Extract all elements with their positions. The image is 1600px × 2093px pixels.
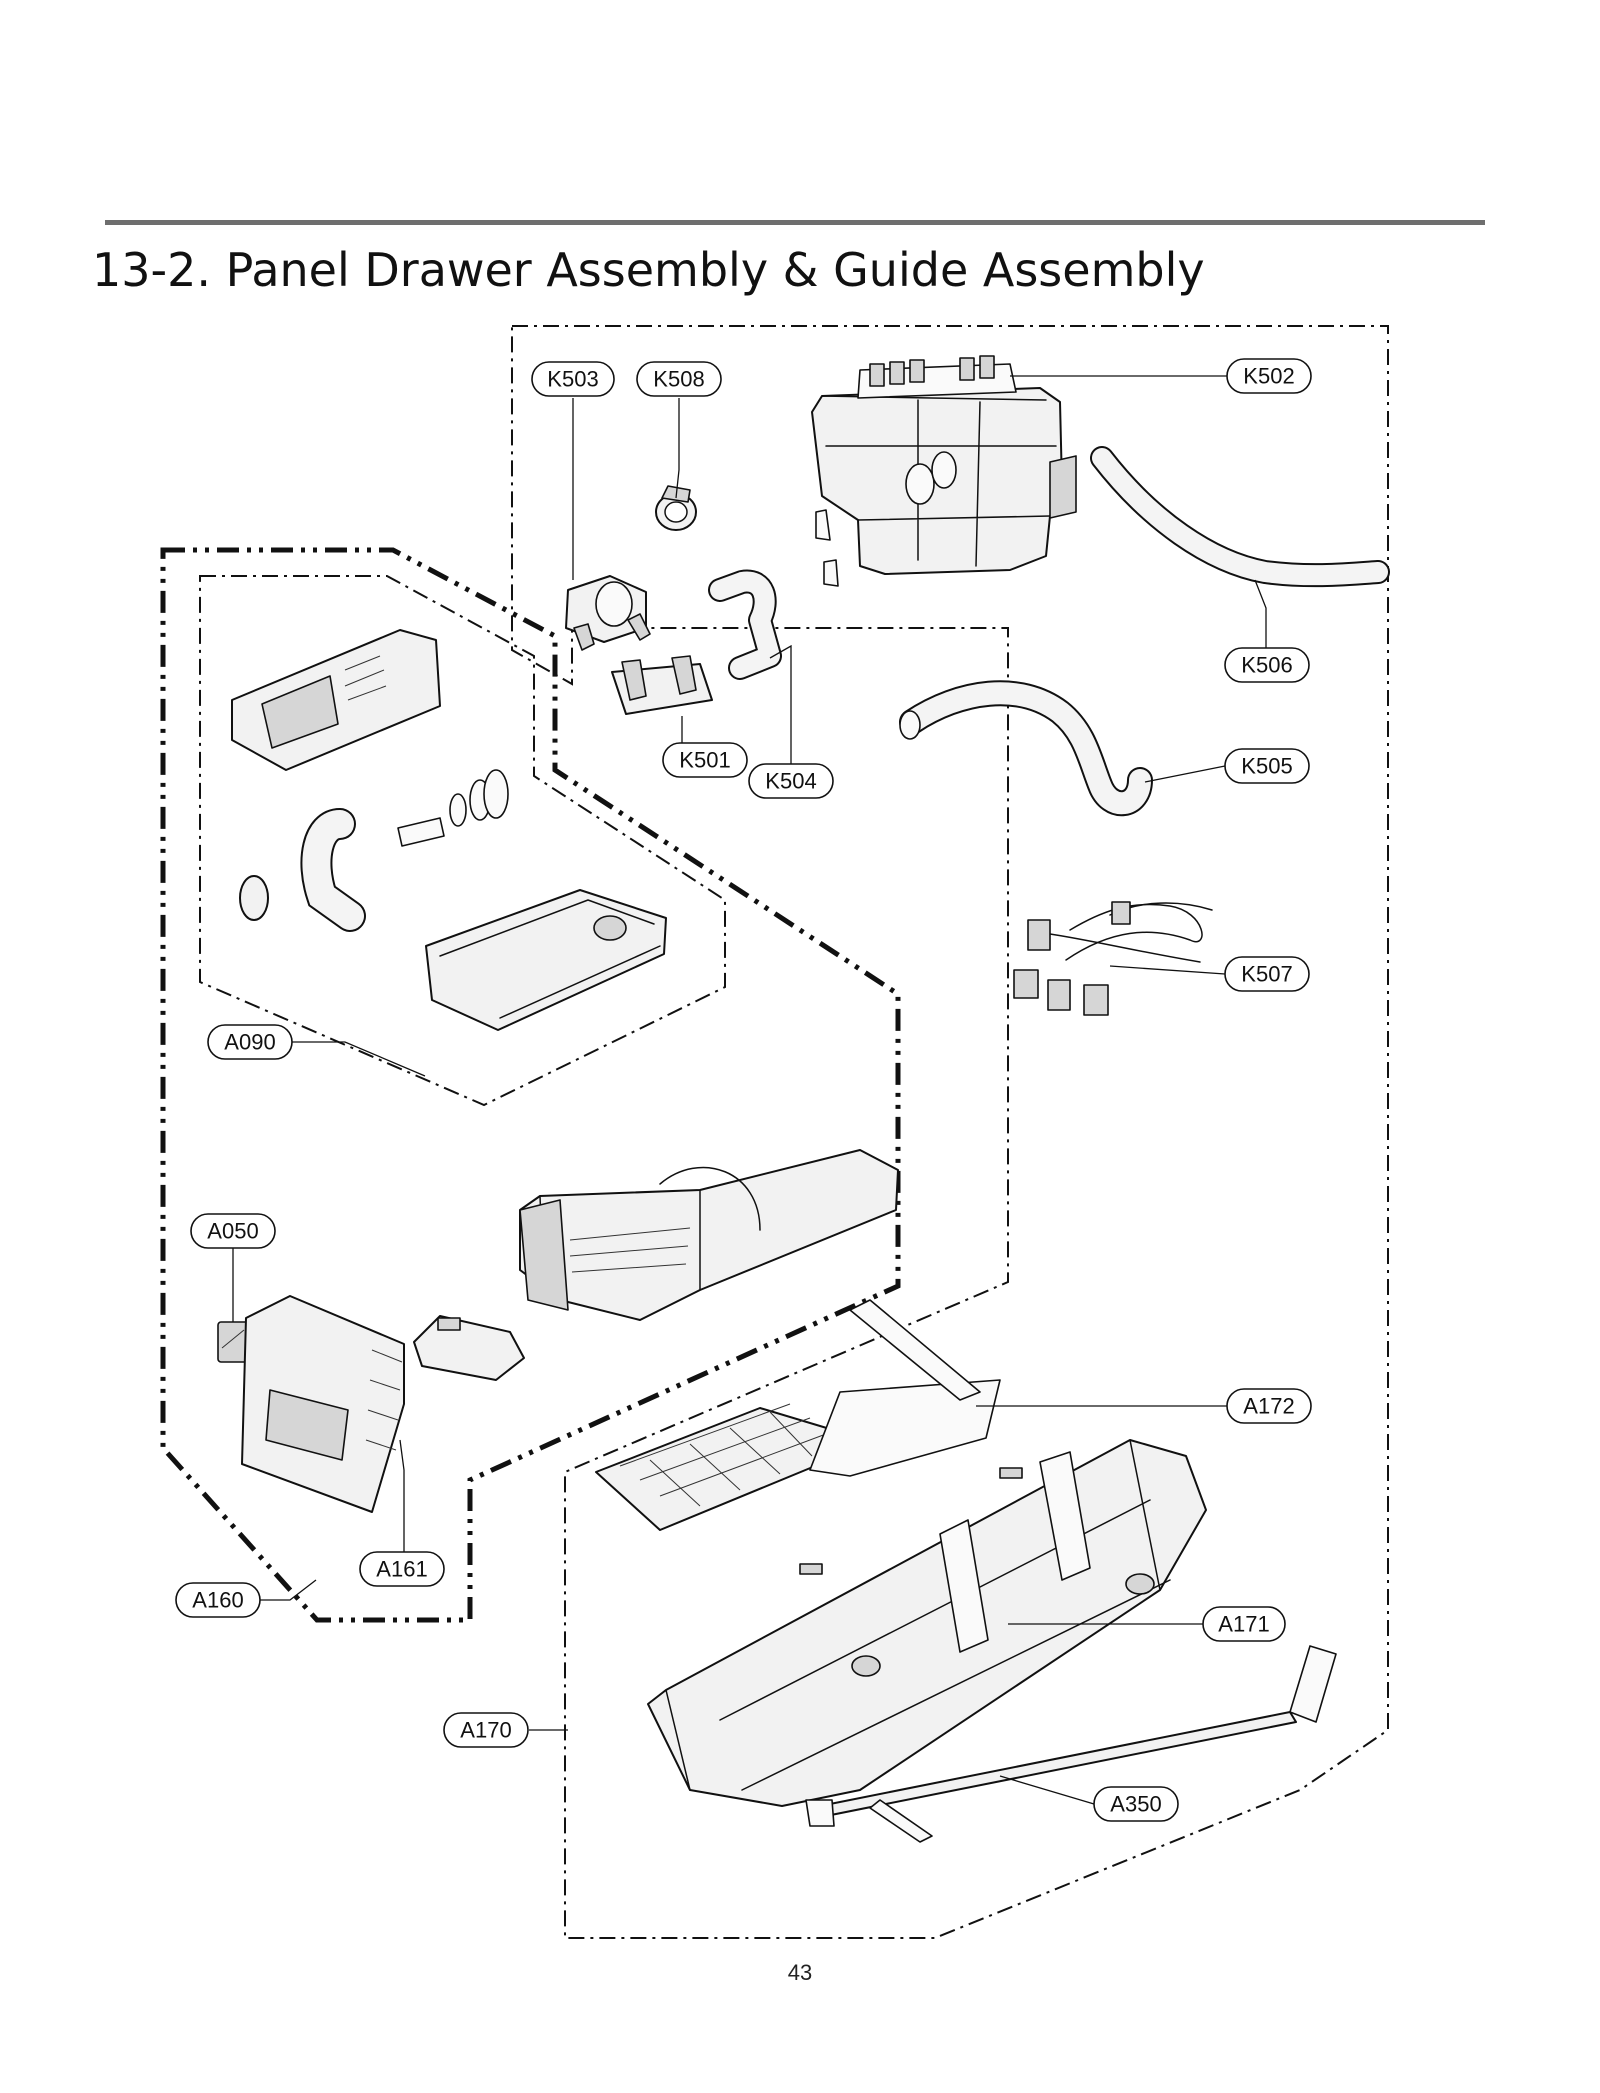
- page-number: 43: [787, 1960, 813, 1985]
- callout-k507: K507: [1224, 956, 1310, 992]
- callout-a161-text: A161: [376, 1557, 427, 1582]
- callout-a350: A350: [1093, 1786, 1179, 1822]
- callout-k502-text: K502: [1243, 364, 1294, 389]
- boundary-drawer-subassembly: [199, 575, 726, 1107]
- callout-k503-text: K503: [547, 367, 598, 392]
- callout-k502: K502: [1226, 358, 1312, 394]
- header-rule: [105, 220, 1485, 225]
- part-k502-housing: [811, 355, 1077, 587]
- part-drawings: [217, 355, 1390, 1843]
- callout-a050-text: A050: [207, 1219, 258, 1244]
- callout-k501-text: K501: [679, 748, 730, 773]
- callout-a170-text: A170: [460, 1718, 511, 1743]
- page-title: 13-2. Panel Drawer Assembly & Guide Asse…: [92, 243, 1205, 297]
- part-a161-panel: [241, 1295, 405, 1513]
- part-a350-rail: [805, 1645, 1337, 1843]
- callout-k504-text: K504: [765, 769, 816, 794]
- part-a160-drawer-base: [519, 1149, 899, 1321]
- callout-k506-text: K506: [1241, 653, 1292, 678]
- callout-k508-text: K508: [653, 367, 704, 392]
- callout-k506: K506: [1224, 647, 1310, 683]
- part-k507-harness: [1013, 901, 1213, 1016]
- callout-k505-text: K505: [1241, 754, 1292, 779]
- callout-k505: K505: [1224, 748, 1310, 784]
- callout-a350-text: A350: [1110, 1792, 1161, 1817]
- part-k506-hose: [1090, 446, 1390, 588]
- boundary-guide-assembly: [511, 325, 1389, 1939]
- part-handle: [413, 1315, 525, 1381]
- callout-a172-text: A172: [1243, 1394, 1294, 1419]
- part-a172-grill: [595, 1299, 1001, 1531]
- group-boundaries: [160, 325, 1389, 1939]
- callout-a090: A090: [207, 1024, 293, 1060]
- part-a170-guide-tray: [647, 1439, 1207, 1807]
- part-a090-drawer-parts: [231, 629, 667, 1031]
- callout-a172: A172: [1226, 1388, 1312, 1424]
- callout-a160-text: A160: [192, 1588, 243, 1613]
- callout-k508: K508: [636, 361, 722, 397]
- part-k503-valve: [565, 575, 651, 651]
- callout-a160: A160: [175, 1582, 261, 1618]
- part-a050-badge: [217, 1321, 249, 1363]
- part-k505-hose: [899, 680, 1153, 817]
- callout-k504: K504: [748, 763, 834, 799]
- callout-a171-text: A171: [1218, 1612, 1269, 1637]
- callout-a170: A170: [443, 1712, 529, 1748]
- leader-lines: [232, 375, 1267, 1805]
- callout-k507-text: K507: [1241, 962, 1292, 987]
- callout-a050: A050: [190, 1213, 276, 1249]
- callout-a171: A171: [1202, 1606, 1286, 1642]
- part-k501-bracket: [611, 655, 713, 715]
- callout-a161: A161: [359, 1551, 445, 1587]
- callout-k501: K501: [662, 742, 748, 778]
- callout-labels: K503 K508 K502 K506 K501 K504: [175, 358, 1312, 1822]
- boundary-panel-drawer-assembly: [160, 547, 901, 1623]
- callout-a090-text: A090: [224, 1030, 275, 1055]
- part-k504-hose: [708, 569, 782, 680]
- callout-k503: K503: [531, 361, 615, 397]
